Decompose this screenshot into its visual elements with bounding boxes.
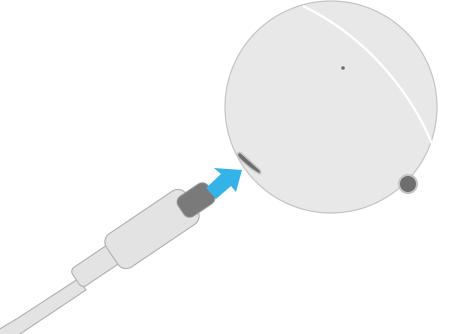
charging-case <box>224 0 442 214</box>
usb-c-port <box>236 151 262 175</box>
arrow-icon <box>206 168 242 199</box>
case-hinge-button <box>398 174 418 194</box>
cable-cord <box>0 278 87 334</box>
case-indicator-dot <box>341 66 345 70</box>
usb-c-cable <box>0 182 216 334</box>
case-body <box>224 0 438 214</box>
case-seam <box>302 5 442 167</box>
